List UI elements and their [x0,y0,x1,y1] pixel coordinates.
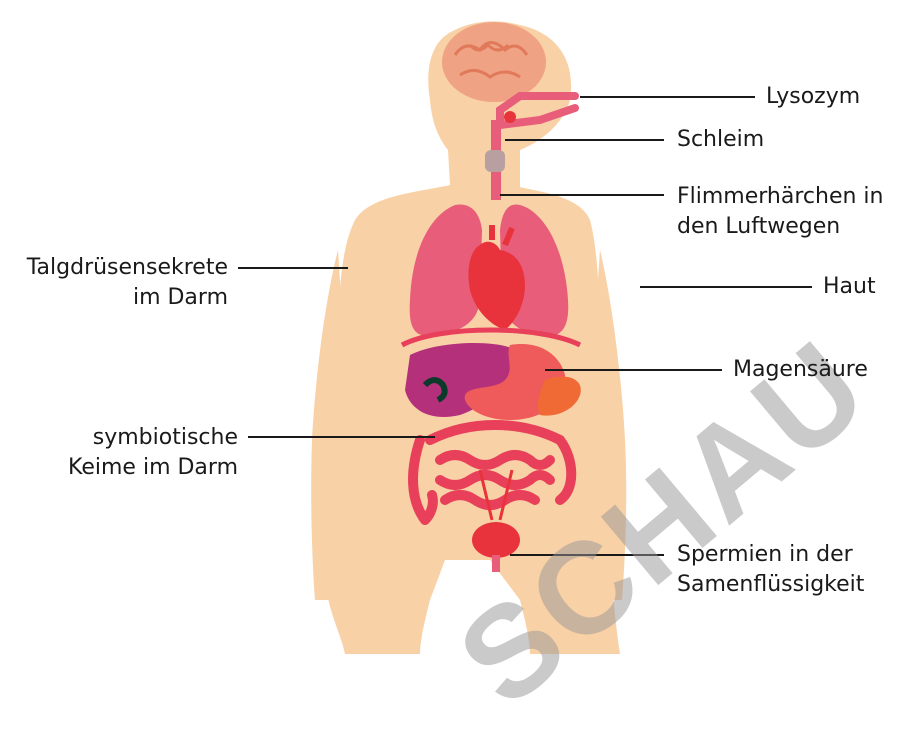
brain [442,22,546,102]
label-flimmerhaerchen: Flimmerhärchen in den Luftwegen [677,182,884,242]
label-lysozym: Lysozym [766,82,860,112]
label-spermien: Spermien in der Samenflüssigkeit [677,540,864,600]
label-haut: Haut [823,272,876,302]
label-magensaeure: Magensäure [733,355,868,385]
label-schleim: Schleim [677,125,764,155]
diagram: SCHAU Lysozym Schleim Flimmerhärchen in … [0,0,901,654]
label-talgdruesensekrete: Talgdrüsensekrete im Darm [8,253,228,313]
label-symbiotische-keime: symbiotische Keime im Darm [28,423,238,483]
